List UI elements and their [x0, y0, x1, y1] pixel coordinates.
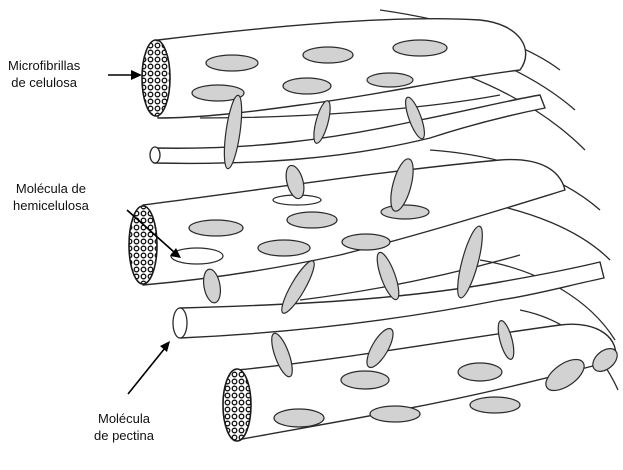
- hemicelulosa-label: Molécula de hemicelulosa: [13, 180, 89, 214]
- label-line: de pectina: [94, 427, 154, 444]
- label-line: hemicelulosa: [13, 197, 89, 214]
- cellulose-microfibril-top: [142, 19, 526, 118]
- microfibril-end-bottom: [223, 369, 251, 441]
- label-line: Molécula: [94, 410, 154, 427]
- pectin-end: [173, 308, 187, 338]
- microfibril-end-top: [142, 40, 170, 116]
- pectina-label: Molécula de pectina: [94, 410, 154, 444]
- cellulose-microfibril-middle: [129, 160, 565, 300]
- label-line: Microfibrillas: [8, 57, 80, 74]
- label-line: Molécula de: [13, 180, 89, 197]
- microfibril-end-middle: [129, 206, 157, 284]
- microfibrillas-label: Microfibrillas de celulosa: [8, 57, 80, 91]
- label-line: de celulosa: [8, 74, 80, 91]
